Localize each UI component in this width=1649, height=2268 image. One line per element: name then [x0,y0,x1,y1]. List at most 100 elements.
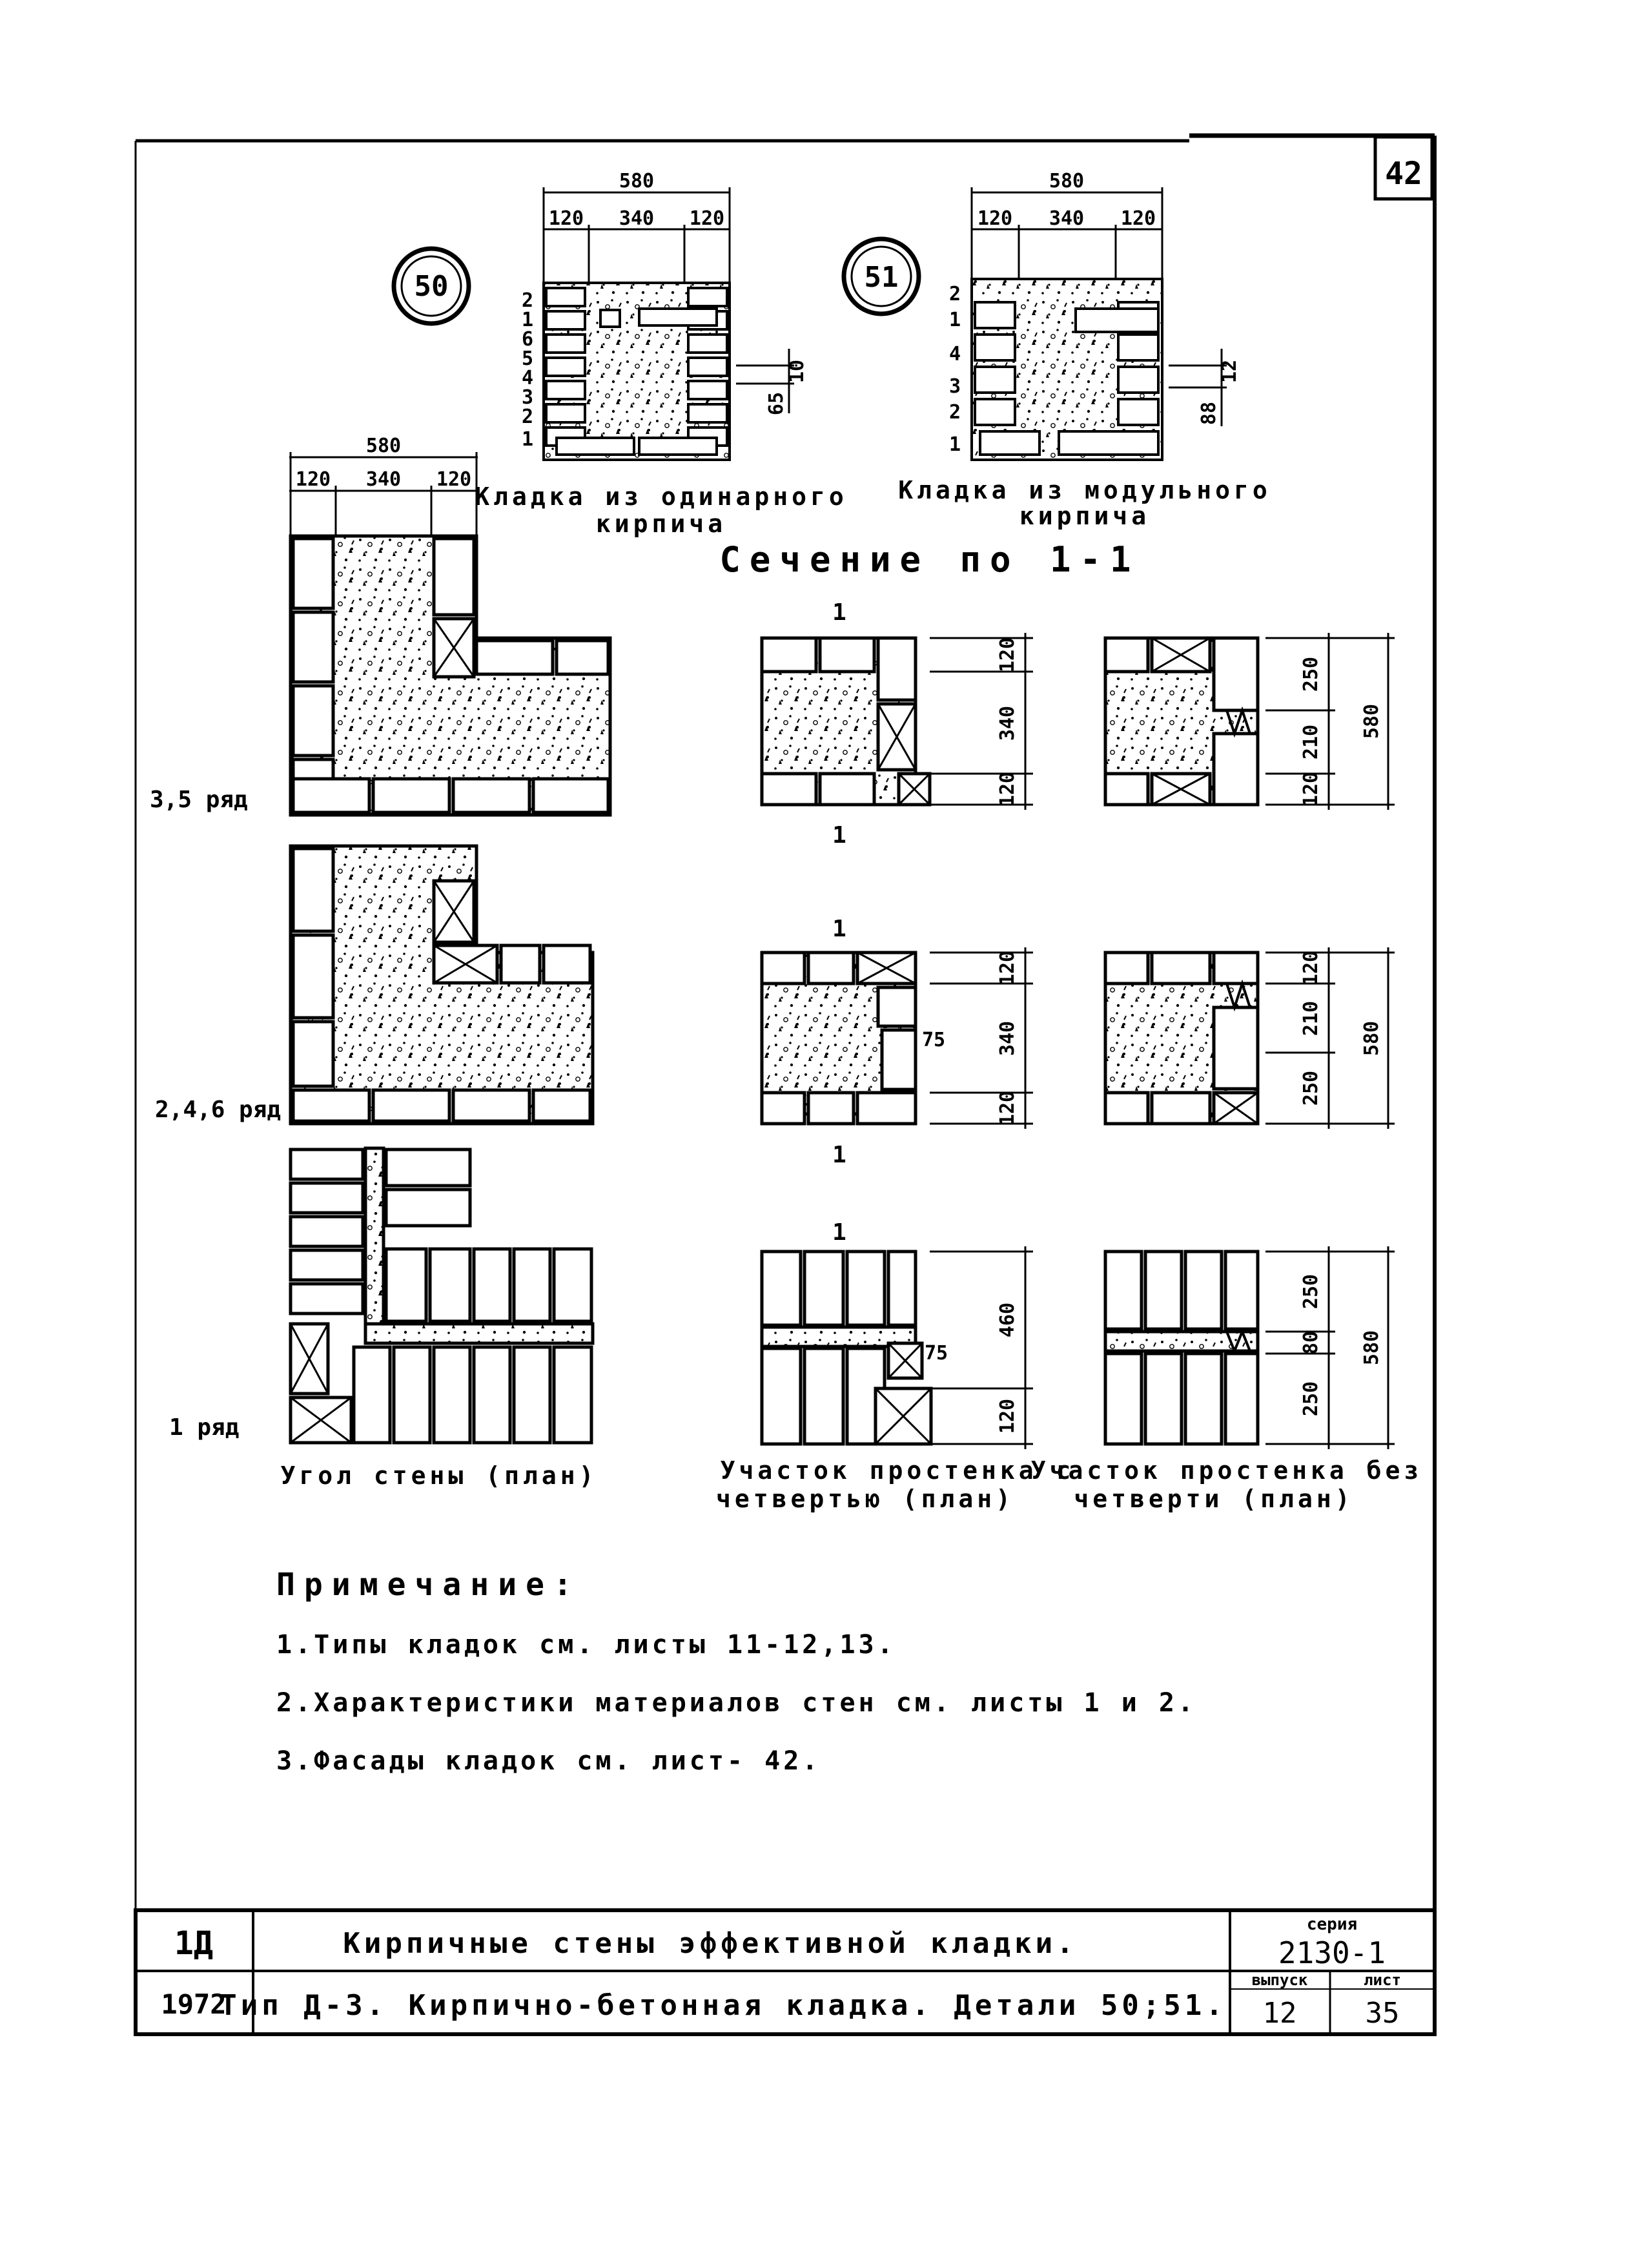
detail-50-side-dim-2: 65 [765,392,788,415]
pier-quarter-caption-1: Участок простенка с [721,1456,1075,1485]
pier-plain-r2-dim-3: 250 [1300,1071,1322,1106]
detail-50-bricks [545,287,728,456]
pier-plain-r3-dim-2: 80 [1300,1331,1322,1354]
pier-quarter-r3-dim-1: 460 [996,1303,1019,1337]
detail-50-dim-part-3: 120 [690,207,724,230]
detail-51-dim-part-1: 120 [978,207,1012,230]
detail-51-course-3: 4 [949,343,961,366]
title-block-issue: 12 [1263,1997,1297,2030]
detail-50-course-8: 1 [522,428,533,451]
pier-plain-r1-dim-2: 210 [1300,725,1322,759]
detail-50-course-1: 2 [522,289,533,312]
detail-51-number: 51 [865,261,899,294]
detail-50-dim-part-2: 340 [619,207,654,230]
note-item-2: 2.Характеристики материалов стен см. лис… [276,1688,1196,1718]
pier-quarter-r3-dim-2: 120 [996,1399,1019,1434]
detail-50-caption-1: Кладка из одинарного [475,482,848,511]
title-block-year: 1972 [161,1988,226,2020]
corner-dim-total: 580 [366,435,401,457]
pier-quarter-r1-dim-2: 340 [996,706,1019,741]
pier-plain-r3-dim-1: 250 [1300,1274,1322,1309]
pier-quarter-r3-dim-3: 75 [925,1342,948,1365]
corner-plan-row-2-4-6 [289,844,595,1126]
detail-51-side-dim-2: 88 [1198,402,1220,425]
pier-plain-r2-dim-1: 120 [1300,951,1322,985]
detail-51-caption-1: Кладка из модульного [898,476,1271,504]
title-block-title: Кирпичные стены эффективной кладки. [343,1927,1077,1960]
corner-dim-part-1: 120 [296,468,331,491]
detail-50-dim-part-1: 120 [549,207,584,230]
detail-50-badge [391,246,471,326]
detail-51: 51 580 120 340 120 2 1 4 3 2 1 [841,170,1271,530]
corner-row-label-3-5: 3,5 ряд [150,787,248,813]
pier-plain-row-2 [1103,951,1260,1126]
pier-quarter-cut-bottom-2: 1 [832,1142,846,1168]
pier-quarter-cut-top-3: 1 [832,1219,846,1246]
detail-50-course-2: 1 [522,309,533,331]
pier-quarter-r2-dim-3: 120 [996,1091,1019,1126]
detail-51-dim-part-2: 340 [1049,207,1084,230]
sheet-number: 42 [1385,156,1422,192]
detail-51-badge [841,236,921,316]
detail-51-course-4: 3 [949,375,961,398]
detail-50-caption-2: кирпича [596,510,726,538]
corner-caption: Угол стены (план) [281,1461,598,1490]
detail-50-course-6: 3 [522,386,533,409]
detail-51-course-1: 2 [949,283,961,305]
pier-plain-r1-dim-4: 580 [1360,704,1383,739]
pier-plain-row-1 [1103,636,1260,807]
detail-51-course-2: 1 [949,309,961,331]
pier-plain-caption-1: Участок простенка без [1031,1456,1422,1485]
corner-row-label-2-4-6: 2,4,6 ряд [155,1097,281,1123]
section-title: Сечение по 1-1 [719,539,1140,580]
detail-51-dim-total: 580 [1049,170,1084,192]
corner-dim-part-2: 340 [366,468,401,491]
pier-quarter-caption-2: четвертью (план) [716,1485,1014,1513]
pier-plain-r1-dim-3: 120 [1300,772,1322,807]
corner-plan-row-1 [289,1146,595,1445]
title-block-series-label: серия [1307,1915,1357,1934]
sheet-frame [134,133,1437,2034]
corner-dim-part-3: 120 [436,468,471,491]
detail-50: 50 580 120 340 120 2 1 [391,170,848,538]
title-block-sheet-label: лист [1364,1971,1401,1989]
pier-plain-r3-dim-3: 250 [1300,1381,1322,1416]
pier-quarter-row-3 [760,1250,933,1446]
pier-quarter-cut-top-2: 1 [832,916,846,942]
title-block-sheet: 35 [1366,1997,1400,2030]
detail-51-course-6: 1 [949,433,961,456]
corner-row-label-1: 1 ряд [169,1414,239,1441]
note-item-1: 1.Типы кладок см. листы 11-12,13. [276,1630,896,1660]
detail-50-dim-total: 580 [619,170,654,192]
title-block [134,1908,1437,2036]
pier-plain-r2-dim-2: 210 [1300,1001,1322,1036]
detail-50-course-3: 6 [522,328,533,351]
detail-51-side-dim-1: 12 [1218,360,1241,383]
detail-51-caption-2: кирпича [1019,502,1150,530]
detail-51-course-5: 2 [949,401,961,424]
pier-quarter-r2-dim-1: 120 [996,951,1019,985]
detail-51-dim-part-3: 120 [1121,207,1156,230]
pier-quarter-r1-dim-1: 120 [996,637,1019,672]
notes-heading: Примечание: [276,1567,581,1603]
note-item-3: 3.Фасады кладок см. лист- 42. [276,1746,821,1776]
pier-plain-r1-dim-1: 250 [1300,657,1322,692]
corner-dimensions: 580 120 340 120 [289,435,478,536]
corner-plan-row-3-5 [289,534,612,817]
detail-51-bricks [974,301,1160,456]
pier-plain-r3-dim-4: 580 [1360,1330,1383,1365]
pier-quarter-row-2 [760,951,917,1126]
detail-50-course-7: 2 [522,406,533,428]
pier-quarter-cut-top-1: 1 [832,599,846,626]
title-block-issue-label: выпуск [1252,1971,1308,1989]
detail-50-number: 50 [415,270,449,303]
pier-quarter-r2-dim-2: 340 [996,1021,1019,1056]
pier-quarter-r1-dim-3: 120 [996,772,1019,807]
pier-plain-r2-dim-4: 580 [1360,1021,1383,1056]
detail-50-course-5: 4 [522,367,533,389]
pier-plain-caption-2: четверти (план) [1074,1485,1353,1513]
title-block-code: 1Д [174,1924,213,1962]
pier-plain-row-3 [1103,1250,1260,1446]
title-block-series: 2130-1 [1278,1935,1386,1970]
